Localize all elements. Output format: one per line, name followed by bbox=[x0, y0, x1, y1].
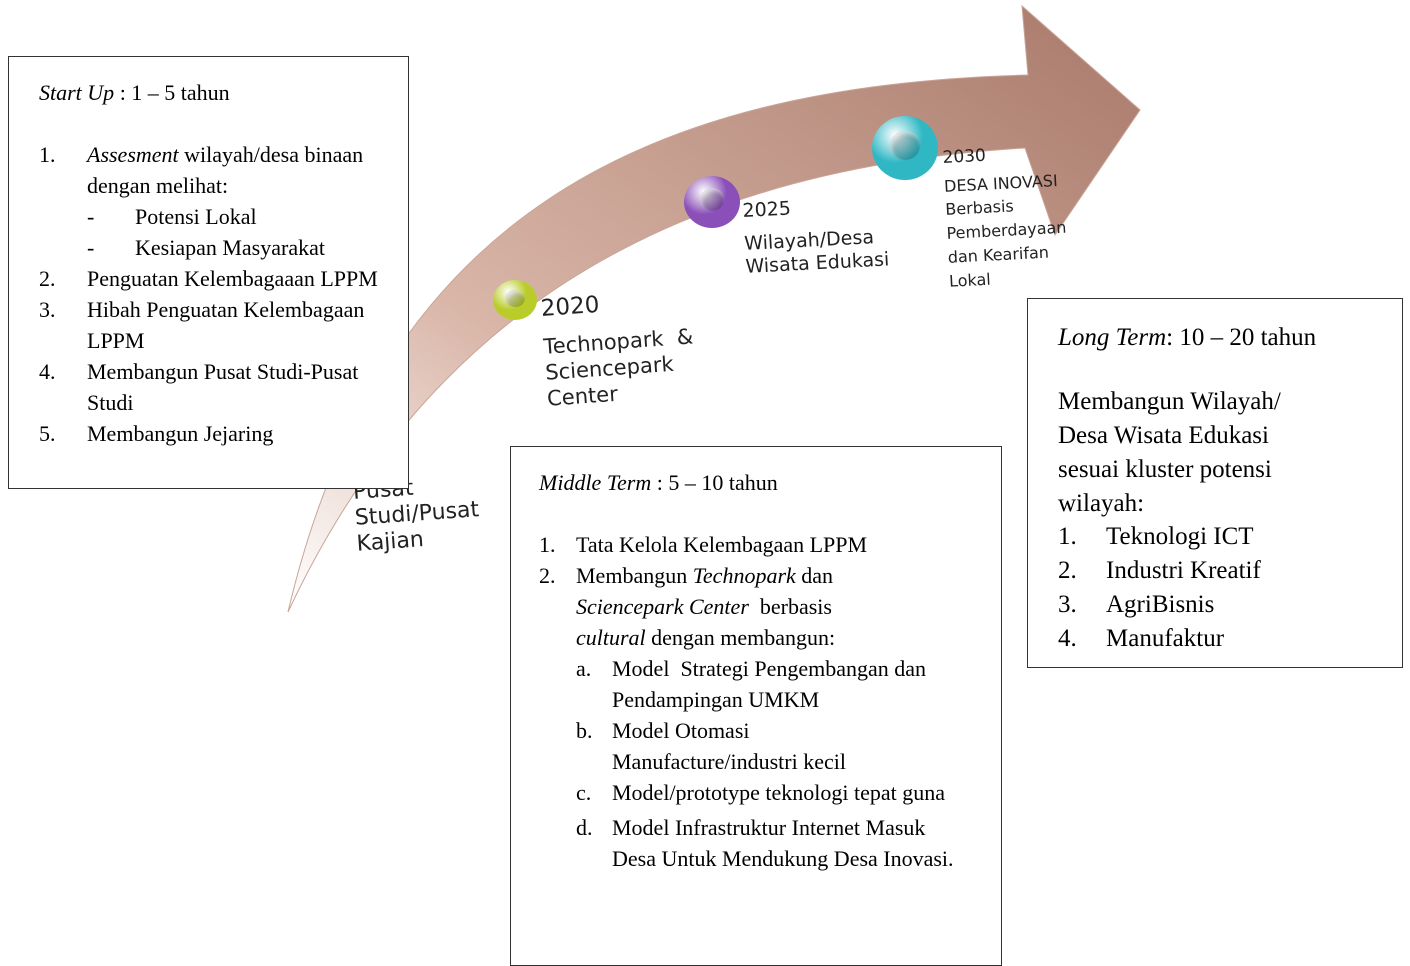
milestone-2025: 2025 Wilayah/Desa Wisata Edukasi bbox=[742, 192, 890, 278]
start-up-item-4-text: Membangun Pusat Studi-Pusat Studi bbox=[87, 359, 359, 415]
middle-term-sub-item-d: d. Model Infrastruktur Internet Masuk De… bbox=[576, 812, 972, 874]
long-term-item-3-text: AgriBisnis bbox=[1106, 591, 1215, 618]
middle-term-item-2-text-2: dan bbox=[795, 563, 834, 588]
long-term-intro: Membangun Wilayah/ Desa Wisata Edukasi s… bbox=[1058, 388, 1281, 517]
long-term-item-1-text: Teknologi ICT bbox=[1106, 523, 1254, 550]
middle-term-item-2-text-4: dengan membangun: bbox=[645, 625, 836, 650]
start-up-item-3: 3. Hibah Penguatan Kelembagaan LPPM bbox=[39, 294, 379, 356]
start-up-item-1-number: 1. bbox=[39, 142, 56, 167]
middle-term-duration: : 5 – 10 tahun bbox=[651, 470, 778, 495]
start-up-item-3-text: Hibah Penguatan Kelembagaan LPPM bbox=[87, 297, 365, 353]
middle-term-list: 1. Tata Kelola Kelembagaan LPPM 2. Memba… bbox=[539, 529, 969, 874]
long-term-item-1: 1. Teknologi ICT bbox=[1058, 520, 1378, 554]
middle-term-sublist: a. Model Strategi Pengembangan dan Penda… bbox=[576, 653, 969, 874]
start-up-item-1: 1. Assesment wilayah/desa binaan dengan … bbox=[39, 139, 379, 263]
middle-term-item-2: 2. Membangun Technopark dan Sciencepark … bbox=[539, 560, 969, 874]
middle-term-sub-marker-c: c. bbox=[576, 780, 592, 805]
middle-term-sub-marker-d: d. bbox=[576, 815, 593, 840]
long-term-box: Long Term: 10 – 20 tahun Membangun Wilay… bbox=[1027, 298, 1403, 668]
middle-term-item-1-text: Tata Kelola Kelembagaan LPPM bbox=[576, 532, 868, 557]
long-term-item-2-number: 2. bbox=[1058, 557, 1077, 584]
middle-term-box: Middle Term : 5 – 10 tahun 1. Tata Kelol… bbox=[510, 446, 1002, 966]
middle-term-item-2-italic-3: cultural bbox=[576, 625, 646, 650]
milestone-2030-marker bbox=[872, 116, 938, 180]
arrow-body bbox=[287, 4, 1141, 613]
start-up-box: Start Up : 1 – 5 tahun 1. Assesment wila… bbox=[8, 56, 409, 489]
middle-term-sub-item-a: a. Model Strategi Pengembangan dan Penda… bbox=[576, 653, 972, 715]
start-up-list: 1. Assesment wilayah/desa binaan dengan … bbox=[39, 139, 379, 449]
start-up-item-5: 5. Membangun Jejaring bbox=[39, 418, 379, 449]
start-up-item-1-text: wilayah/desa binaan dengan melihat: bbox=[87, 142, 364, 198]
long-term-item-2: 2. Industri Kreatif bbox=[1058, 554, 1378, 588]
milestone-2025-marker bbox=[684, 176, 740, 228]
long-term-item-1-number: 1. bbox=[1058, 523, 1077, 550]
middle-term-item-1-number: 1. bbox=[539, 532, 556, 557]
middle-term-sub-item-c: c. Model/prototype teknologi tepat guna bbox=[576, 777, 982, 808]
start-up-item-4: 4. Membangun Pusat Studi-Pusat Studi bbox=[39, 356, 379, 418]
long-term-item-4: 4. Manufaktur bbox=[1058, 622, 1378, 656]
long-term-duration: : 10 – 20 tahun bbox=[1166, 324, 1317, 351]
middle-term-sub-item-b: b. Model Otomasi Manufacture/industri ke… bbox=[576, 715, 912, 777]
middle-term-sub-marker-b: b. bbox=[576, 718, 593, 743]
start-up-sub-item: - Kesiapan Masyarakat bbox=[87, 232, 379, 263]
middle-term-sub-text-b: Model Otomasi Manufacture/industri kecil bbox=[612, 718, 846, 774]
start-up-item-3-number: 3. bbox=[39, 297, 56, 322]
middle-term-heading: Middle Term : 5 – 10 tahun bbox=[539, 467, 778, 498]
middle-term-item-2-text-3: berbasis bbox=[748, 594, 838, 619]
start-up-item-5-number: 5. bbox=[39, 421, 56, 446]
start-up-term: Start Up bbox=[39, 80, 115, 105]
long-term-item-2-text: Industri Kreatif bbox=[1106, 557, 1261, 584]
start-up-item-1-lead: Assesment bbox=[87, 142, 179, 167]
middle-term-item-2-italic-2: Sciencepark Center bbox=[576, 594, 749, 619]
long-term-list: 1. Teknologi ICT 2. Industri Kreatif 3. … bbox=[1058, 520, 1378, 656]
start-up-sub-text: Potensi Lokal bbox=[135, 204, 257, 229]
long-term-item-3: 3. AgriBisnis bbox=[1058, 588, 1378, 622]
middle-term-sub-marker-a: a. bbox=[576, 656, 592, 681]
start-up-item-2-text: Penguatan Kelembagaaan LPPM bbox=[87, 266, 378, 291]
middle-term-term: Middle Term bbox=[539, 470, 652, 495]
start-up-item-2-number: 2. bbox=[39, 266, 56, 291]
milestone-2030: 2030 DESA INOVASI Berbasis Pemberdayaan … bbox=[942, 140, 1070, 294]
long-term-item-4-number: 4. bbox=[1058, 625, 1077, 652]
start-up-item-4-number: 4. bbox=[39, 359, 56, 384]
start-up-sub-marker: - bbox=[87, 204, 95, 229]
start-up-duration: : 1 – 5 tahun bbox=[114, 80, 230, 105]
start-up-item-1-sublist: - Potensi Lokal - Kesiapan Masyarakat bbox=[87, 201, 379, 263]
middle-term-item-2-text-1: Membangun bbox=[576, 563, 693, 588]
long-term-term: Long Term bbox=[1058, 324, 1167, 351]
middle-term-sub-text-d: Model Infrastruktur Internet Masuk Desa … bbox=[612, 815, 954, 871]
milestone-2030-year: 2030 bbox=[942, 145, 987, 168]
middle-term-sub-text-c: Model/prototype teknologi tepat guna bbox=[612, 780, 945, 805]
start-up-heading: Start Up : 1 – 5 tahun bbox=[39, 77, 230, 108]
milestone-2020-marker bbox=[493, 280, 537, 320]
start-up-sub-text: Kesiapan Masyarakat bbox=[135, 235, 325, 260]
middle-term-item-2-italic-1: Technopark bbox=[692, 563, 796, 588]
start-up-sub-item: - Potensi Lokal bbox=[87, 201, 379, 232]
middle-term-item-1: 1. Tata Kelola Kelembagaan LPPM bbox=[539, 529, 969, 560]
middle-term-item-2-number: 2. bbox=[539, 563, 556, 588]
middle-term-sub-text-a: Model Strategi Pengembangan dan Pendampi… bbox=[612, 656, 932, 712]
long-term-heading: Long Term: 10 – 20 tahun bbox=[1058, 321, 1316, 355]
start-up-sub-marker: - bbox=[87, 235, 95, 260]
start-up-item-5-text: Membangun Jejaring bbox=[87, 421, 274, 446]
start-up-item-2: 2. Penguatan Kelembagaaan LPPM bbox=[39, 263, 379, 294]
long-term-item-3-number: 3. bbox=[1058, 591, 1077, 618]
milestone-2020: 2020 Technopark & Sciencepark Center bbox=[540, 286, 698, 412]
long-term-item-4-text: Manufaktur bbox=[1106, 625, 1225, 652]
